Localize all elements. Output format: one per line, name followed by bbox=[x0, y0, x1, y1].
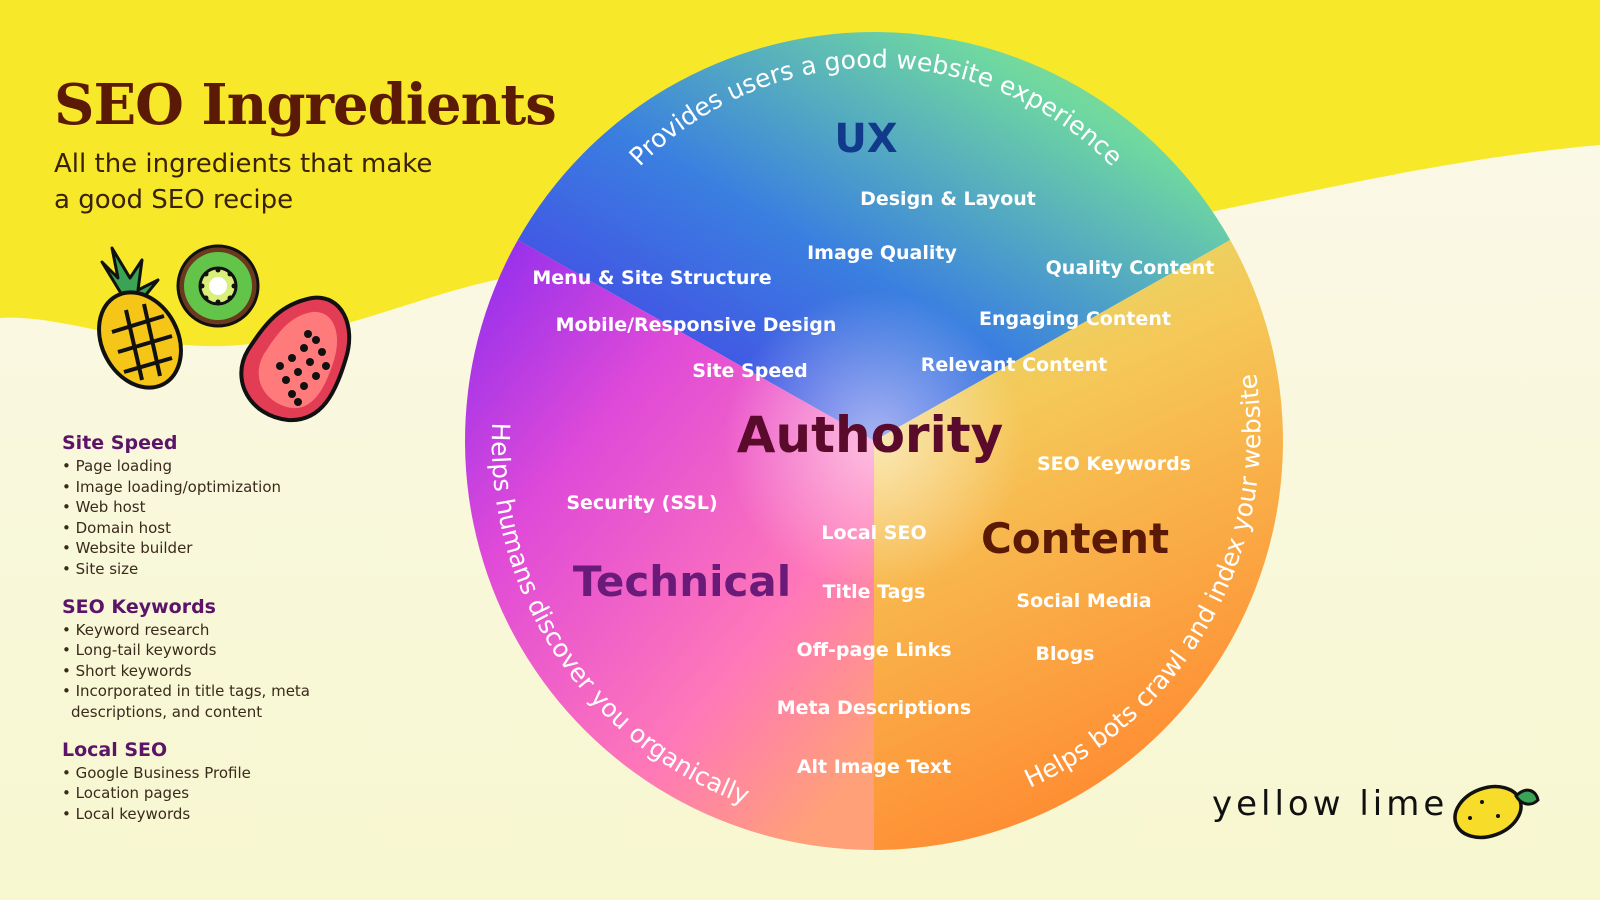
ingredient-label: SEO Keywords bbox=[1037, 453, 1191, 475]
legend-item: Image loading/optimization bbox=[62, 477, 382, 498]
ingredient-label: Site Speed bbox=[692, 360, 807, 382]
ingredient-label: Social Media bbox=[1016, 590, 1151, 612]
ingredient-label: Off-page Links bbox=[796, 639, 951, 661]
ingredient-label: Security (SSL) bbox=[566, 492, 717, 514]
kiwi-icon bbox=[176, 244, 260, 328]
legend-group-site-speed: Site Speed Page loading Image loading/op… bbox=[62, 432, 382, 580]
legend-item: Short keywords bbox=[62, 661, 382, 682]
ingredient-label: Local SEO bbox=[821, 522, 926, 544]
ingredient-label: Alt Image Text bbox=[797, 756, 951, 778]
legend-item: Domain host bbox=[62, 518, 382, 539]
subtitle-line: All the ingredients that make bbox=[54, 149, 433, 179]
legend-item: Keyword research bbox=[62, 620, 382, 641]
subtitle-line: a good SEO recipe bbox=[54, 185, 294, 215]
section-label-content: Content bbox=[981, 514, 1169, 563]
ingredient-label: Title Tags bbox=[823, 581, 926, 603]
legend-item: Google Business Profile bbox=[62, 763, 382, 784]
seo-wheel: Provides users a good website experience… bbox=[465, 32, 1283, 850]
ingredient-label: Design & Layout bbox=[860, 188, 1036, 210]
brand-name: yellow lime bbox=[1212, 784, 1449, 824]
ingredient-label: Menu & Site Structure bbox=[532, 267, 771, 289]
legend-item: Local keywords bbox=[62, 804, 382, 825]
pineapple-icon bbox=[97, 246, 183, 390]
legend-title: Site Speed bbox=[62, 432, 178, 454]
ingredient-label: Mobile/Responsive Design bbox=[556, 314, 837, 336]
legend-item: Long-tail keywords bbox=[62, 640, 382, 661]
section-label-ux: UX bbox=[834, 116, 897, 162]
ingredient-label: Relevant Content bbox=[921, 354, 1107, 376]
legend-item: Location pages bbox=[62, 783, 382, 804]
papaya-icon bbox=[239, 295, 352, 423]
fruit-illustrations bbox=[97, 244, 352, 423]
legend-item: Incorporated in title tags, meta descrip… bbox=[62, 681, 382, 722]
legend-title: SEO Keywords bbox=[62, 595, 216, 618]
legend-item: Web host bbox=[62, 497, 382, 518]
ingredient-label: Blogs bbox=[1036, 643, 1095, 665]
lemon-icon bbox=[1453, 784, 1540, 840]
ingredient-label: Meta Descriptions bbox=[777, 697, 972, 719]
page-title: SEO Ingredients bbox=[54, 72, 557, 138]
legend-group-seo-keywords: SEO Keywords Keyword research Long-tail … bbox=[62, 596, 382, 723]
ingredient-label: Image Quality bbox=[807, 242, 957, 264]
legend-item: Page loading bbox=[62, 456, 382, 477]
wheel-sections bbox=[465, 32, 1283, 850]
wheel-section-ux bbox=[517, 32, 1231, 442]
legend-item: Site size bbox=[62, 559, 382, 580]
legend-group-local-seo: Local SEO Google Business Profile Locati… bbox=[62, 739, 382, 825]
legend-title: Local SEO bbox=[62, 738, 168, 761]
legend-item: Website builder bbox=[62, 538, 382, 559]
ingredient-label: Engaging Content bbox=[979, 308, 1171, 330]
center-label-authority: Authority bbox=[737, 406, 1003, 464]
section-label-technical: Technical bbox=[573, 557, 791, 606]
ingredient-label: Quality Content bbox=[1046, 257, 1215, 279]
page-subtitle: All the ingredients that make a good SEO… bbox=[54, 146, 432, 218]
ingredient-legend: Site Speed Page loading Image loading/op… bbox=[62, 432, 382, 840]
